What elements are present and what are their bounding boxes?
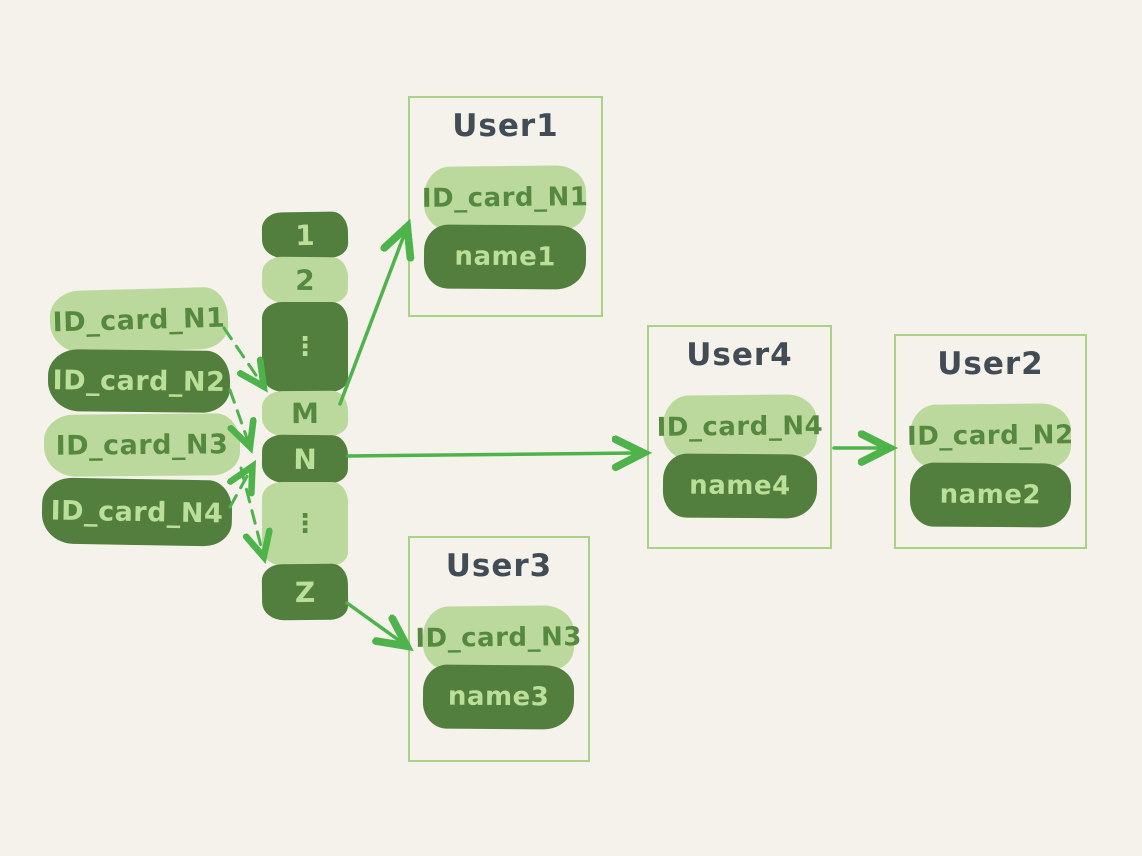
bucket-label: Z xyxy=(294,575,316,609)
hash-bucket-1: 1 xyxy=(261,211,349,259)
bucket-label: M xyxy=(290,396,320,431)
hash-bucket-ellipsis-bottom: ⋮ xyxy=(262,482,348,566)
arrow-idcard-n3-to-bucket-z xyxy=(239,466,263,554)
id-card-pill: ID_card_N2 xyxy=(907,403,1074,469)
bucket-label: ⋮ xyxy=(292,332,318,362)
id-card-pill: ID_card_N4 xyxy=(656,394,823,460)
hash-bucket-n: N xyxy=(261,434,349,484)
user-node-user4: User4 ID_card_N4 name4 xyxy=(647,325,832,549)
hash-bucket-ellipsis-top: ⋮ xyxy=(262,302,348,392)
bucket-label: 2 xyxy=(295,263,315,297)
id-card-pill-n4: ID_card_N4 xyxy=(41,477,233,547)
arrow-idcard-n4-to-bucket-n xyxy=(230,469,251,509)
id-card-pill: ID_card_N3 xyxy=(416,605,582,671)
name-pill: name1 xyxy=(424,224,587,290)
id-card-pill-n1: ID_card_N1 xyxy=(49,286,229,354)
hash-bucket-z: Z xyxy=(261,563,349,621)
user-title: User1 xyxy=(452,108,559,144)
user-node-user1: User1 ID_card_N1 name1 xyxy=(408,96,603,317)
id-card-pill-n3: ID_card_N3 xyxy=(43,413,241,477)
user-title: User3 xyxy=(445,548,553,584)
id-card-pill-n2: ID_card_N2 xyxy=(47,349,231,413)
id-card-pill: ID_card_N1 xyxy=(422,165,589,231)
name-pill: name3 xyxy=(423,664,575,730)
arrow-bucket-n-to-user4 xyxy=(346,453,640,456)
user-node-user2: User2 ID_card_N2 name2 xyxy=(894,334,1087,549)
bucket-label: N xyxy=(293,442,317,476)
user-node-user3: User3 ID_card_N3 name3 xyxy=(408,536,590,762)
bucket-label: ⋮ xyxy=(292,509,318,539)
bucket-label: 1 xyxy=(295,218,315,252)
user-title: User2 xyxy=(937,346,1044,382)
user-title: User4 xyxy=(686,337,793,373)
arrow-bucket-z-to-user3 xyxy=(345,601,404,644)
name-pill: name4 xyxy=(662,453,817,519)
arrow-bucket-m-to-user1 xyxy=(338,230,406,406)
hash-bucket-2: 2 xyxy=(261,256,349,304)
name-pill: name2 xyxy=(909,462,1072,528)
hash-bucket-m: M xyxy=(261,390,349,437)
